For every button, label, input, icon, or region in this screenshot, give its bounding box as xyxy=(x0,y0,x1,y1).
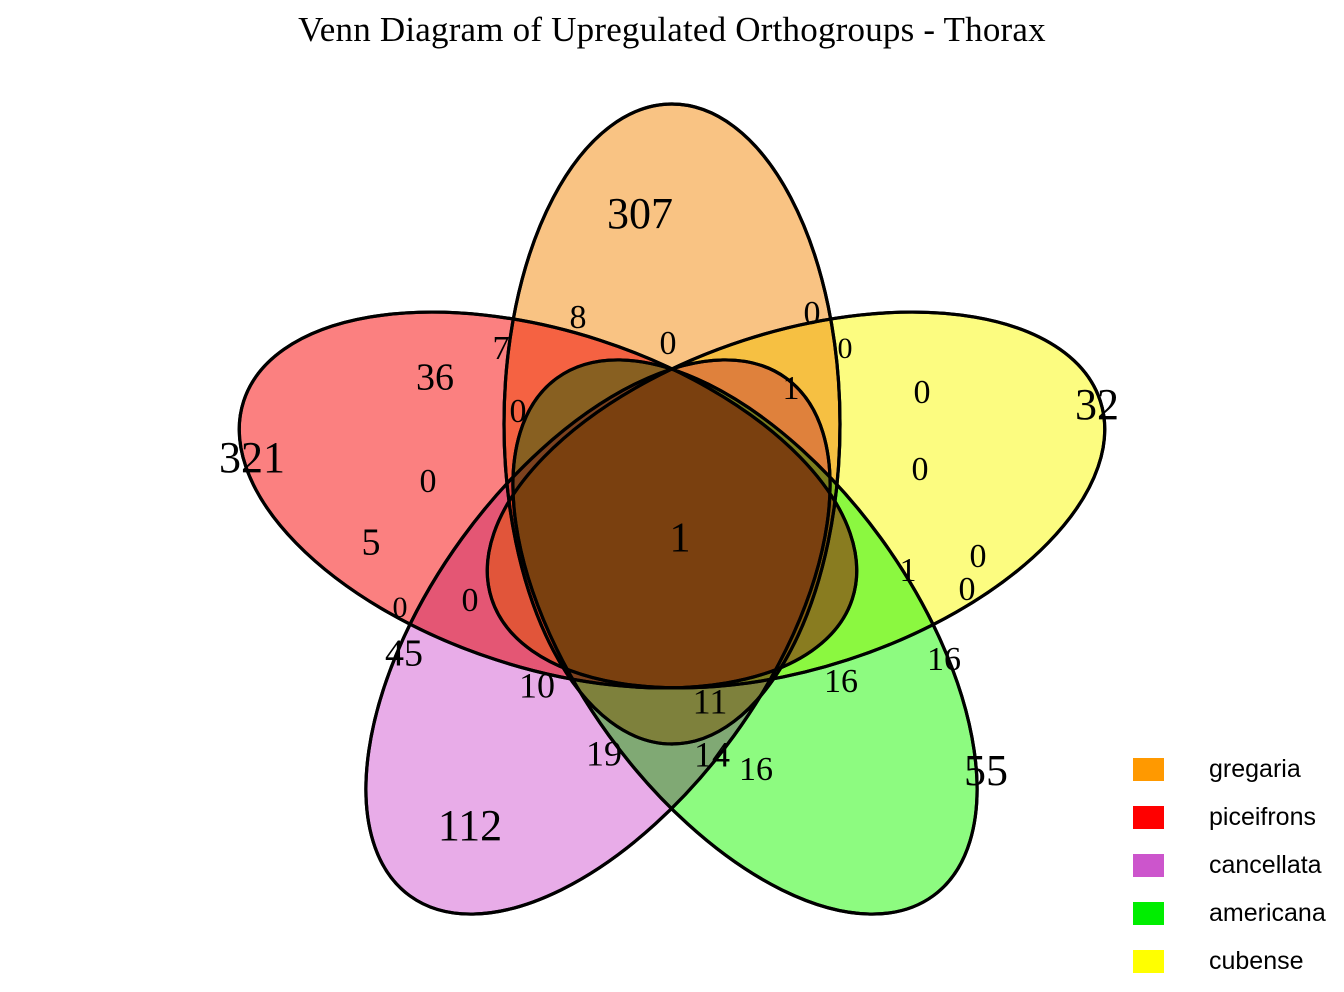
legend-label-cubense: cubense xyxy=(1209,947,1304,975)
legend-label-cancellata: cancellata xyxy=(1209,851,1322,879)
region-count-r-pmc: 19 xyxy=(586,733,622,773)
region-count-r-gpma: 0 xyxy=(510,393,527,430)
region-count-r-cancellata-only: 112 xyxy=(438,801,502,850)
region-count-r-all: 1 xyxy=(670,516,691,562)
legend-item-gregaria: gregaria xyxy=(1133,752,1344,800)
legend-item-cancellata: cancellata xyxy=(1133,848,1344,896)
legend-swatch-gregaria xyxy=(1133,758,1164,781)
legend-swatch-piceifrons xyxy=(1133,806,1164,829)
region-count-r-gpm: 5 xyxy=(362,522,381,564)
region-count-r-gmc: 0 xyxy=(393,591,408,624)
legend: gregaria piceifrons cancellata americana cub… xyxy=(1133,752,1344,992)
region-count-r-mc: 16 xyxy=(927,641,961,678)
region-count-r-cubense-only: 32 xyxy=(1075,380,1119,429)
legend-swatch-americana xyxy=(1133,902,1164,925)
ellipse-cubense-outline xyxy=(485,310,1107,690)
region-count-r-pc: 0 xyxy=(970,538,987,575)
legend-label-piceifrons: piceifrons xyxy=(1209,803,1316,831)
legend-item-piceifrons: piceifrons xyxy=(1133,800,1344,848)
region-count-r-gpac: 1 xyxy=(783,370,800,407)
region-count-r-pma: 10 xyxy=(519,665,555,705)
region-count-r-pac: 16 xyxy=(824,663,858,700)
region-count-r-mac: 0 xyxy=(959,571,976,608)
region-count-r-pm: 45 xyxy=(385,633,423,675)
legend-label-gregaria: gregaria xyxy=(1209,755,1301,783)
region-count-r-gregaria-only: 307 xyxy=(607,189,673,238)
legend-swatch-cancellata xyxy=(1133,854,1164,877)
region-count-r-gpa: 7 xyxy=(493,330,510,367)
region-count-r-pmac: 14 xyxy=(694,734,730,774)
ellipse-cancellata-outline xyxy=(364,358,832,916)
region-count-r-gpc: 0 xyxy=(838,332,853,365)
region-count-r-gm: 0 xyxy=(420,463,437,500)
region-count-r-gc: 0 xyxy=(804,295,821,332)
region-count-r-gmac: 0 xyxy=(914,374,931,411)
legend-item-cubense: cubense xyxy=(1133,944,1344,992)
ellipse-americana-outline xyxy=(511,358,979,916)
region-count-r-ac: 0 xyxy=(912,451,929,488)
region-count-r-americana-only: 55 xyxy=(964,746,1008,795)
region-count-r-gac: 0 xyxy=(660,325,677,362)
region-count-r-ga: 8 xyxy=(570,299,587,336)
region-count-r-gp: 36 xyxy=(416,357,454,399)
page-title: Venn Diagram of Upregulated Orthogroups … xyxy=(298,10,1046,49)
region-count-r-gma: 0 xyxy=(462,582,479,619)
region-count-r-gpmc: 1 xyxy=(900,552,917,589)
legend-label-americana: americana xyxy=(1209,899,1326,927)
legend-item-americana: americana xyxy=(1133,896,1344,944)
region-count-r-ma: 16 xyxy=(739,751,773,788)
region-count-r-pa: 11 xyxy=(693,681,728,721)
venn-diagram-root: Venn Diagram of Upregulated Orthogroups … xyxy=(219,10,1326,975)
ellipse-piceifrons-outline xyxy=(237,310,859,690)
ellipse-gregaria-outline xyxy=(502,102,842,746)
region-count-r-piceifrons-only: 321 xyxy=(219,433,285,482)
legend-swatch-cubense xyxy=(1133,950,1164,973)
ellipse-layer xyxy=(237,102,1107,916)
